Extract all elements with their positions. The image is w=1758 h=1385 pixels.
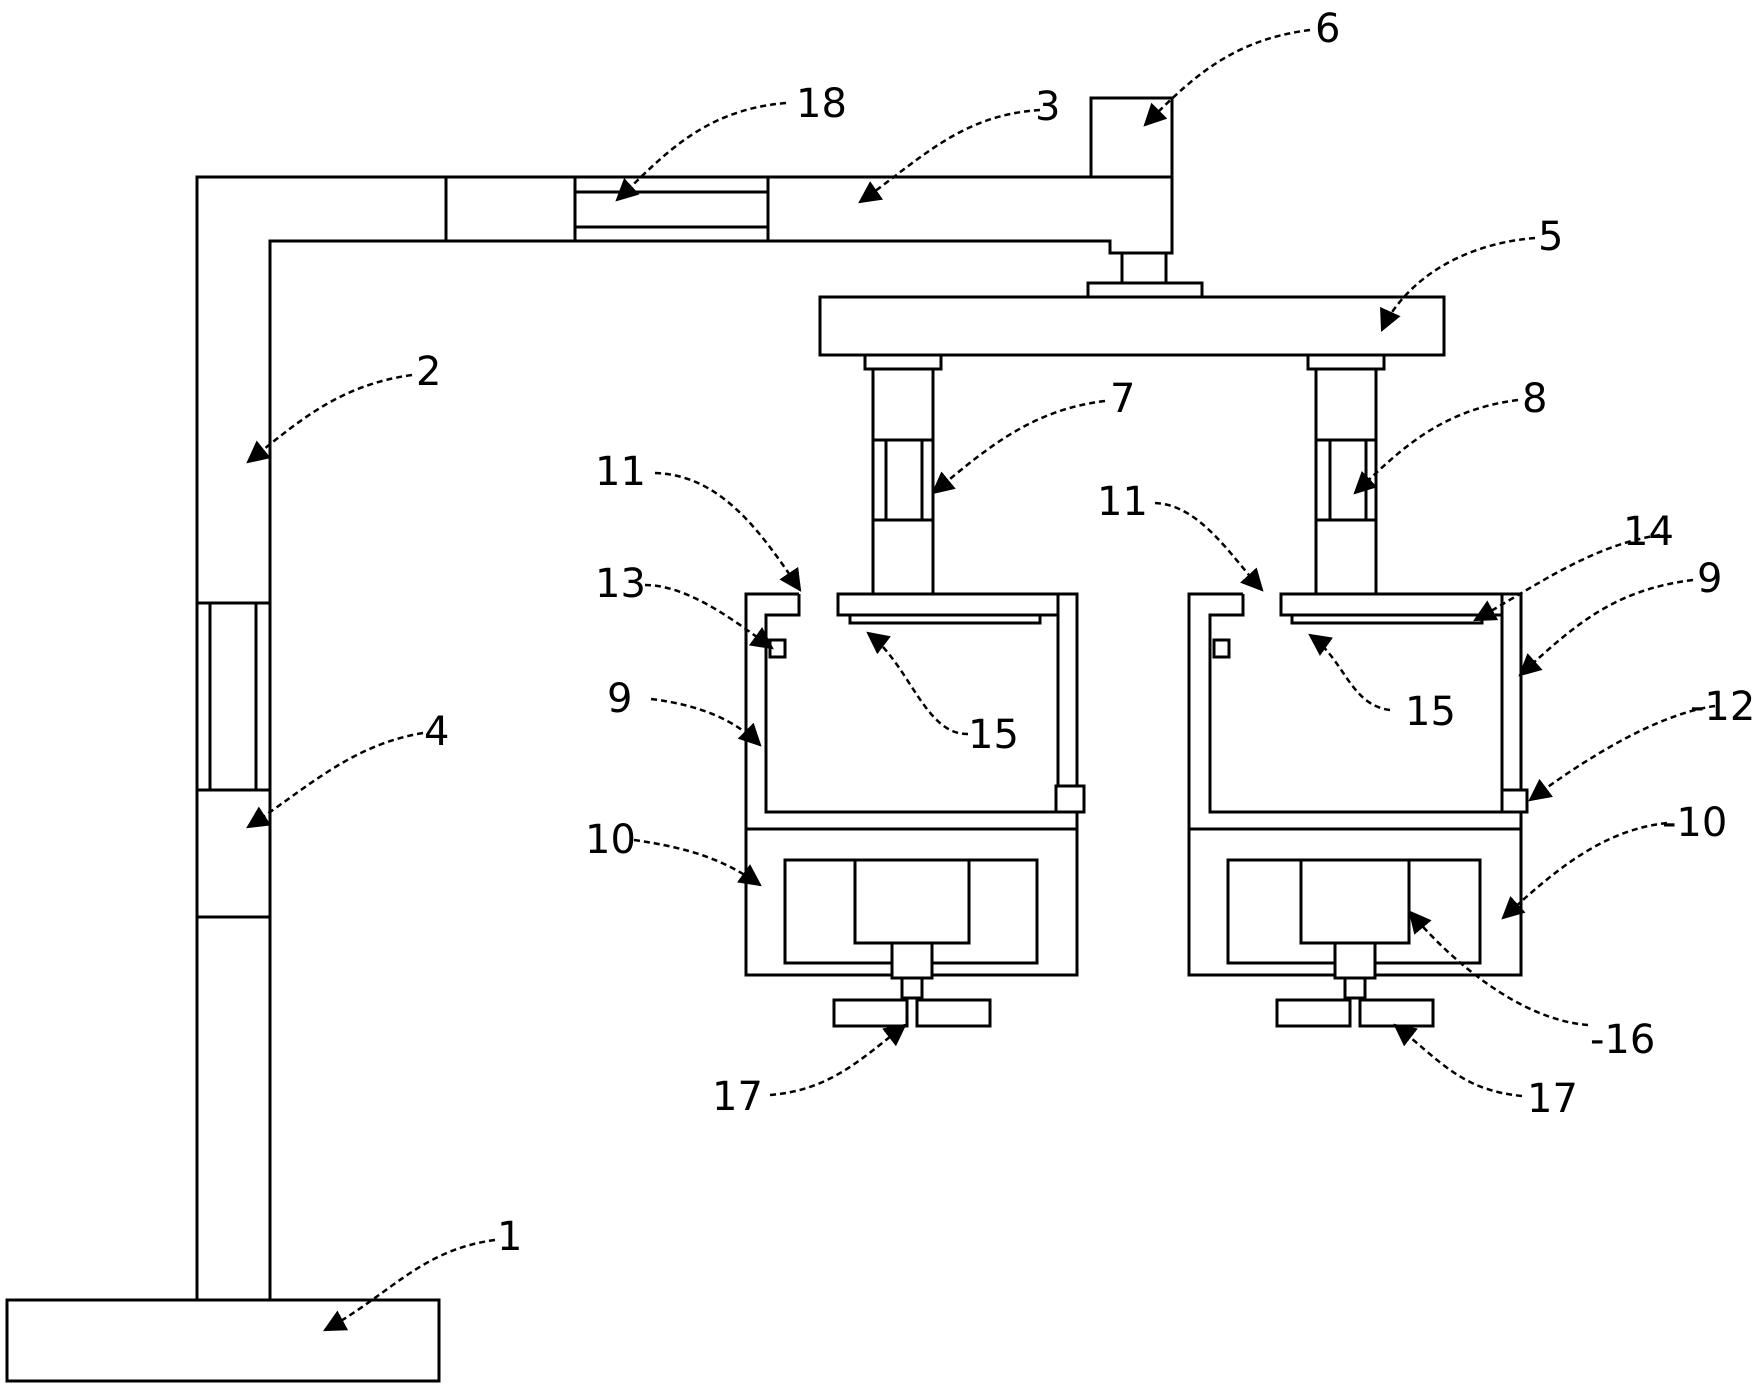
callout-9-right: 9: [1697, 556, 1722, 602]
left-housing-inner: [764, 594, 1060, 814]
left-sensor: [768, 638, 787, 659]
callout-15-left: 15: [968, 712, 1019, 758]
callout-labels: 1 2 3 4 5 6 7 8 9 9 10 -10 11 11 -12 13 …: [416, 6, 1755, 1260]
leader-lines: [246, 28, 1716, 1332]
callout-4: 4: [424, 709, 449, 755]
callout-13: 13: [595, 561, 646, 607]
right-housing-inner: [1208, 594, 1504, 814]
arm-slide-block: [573, 175, 770, 243]
motor-shaft: [1120, 251, 1168, 285]
column-slide-section: [195, 601, 272, 792]
right-cylinder-cap: [1306, 353, 1386, 371]
callout-11-right: 11: [1097, 479, 1148, 525]
column-and-arm-frame: [195, 175, 1174, 1302]
right-sensor: [1212, 638, 1231, 659]
motor-flange: [1086, 281, 1204, 299]
left-lid: [836, 592, 1060, 617]
callout-10-right: -10: [1662, 800, 1727, 846]
right-lid: [1279, 592, 1504, 617]
right-shaft-neck: [1343, 976, 1367, 1000]
left-motor: [853, 858, 971, 945]
callout-18: 18: [796, 81, 847, 127]
callout-7: 7: [1110, 376, 1135, 422]
right-gasket: [1290, 613, 1484, 625]
right-blade-right: [1358, 998, 1435, 1028]
right-motor-shaft: [1333, 941, 1377, 980]
callout-8: 8: [1522, 376, 1547, 422]
right-lock-button: [1500, 788, 1529, 814]
right-blade-left: [1275, 998, 1352, 1028]
left-cylinder-window: [884, 438, 924, 522]
callout-3: 3: [1035, 84, 1060, 130]
base-plate: [5, 1298, 441, 1383]
left-cylinder-cap: [863, 353, 943, 371]
callout-1: 1: [497, 1214, 522, 1260]
callout-17-right: 17: [1527, 1076, 1578, 1122]
right-motor: [1299, 858, 1411, 945]
callout-11-left: 11: [595, 449, 646, 495]
left-lock-button: [1054, 784, 1086, 814]
callout-9-left: 9: [607, 676, 632, 722]
callout-2: 2: [416, 349, 441, 395]
right-cylinder-window: [1328, 438, 1368, 522]
callout-16: -16: [1590, 1017, 1655, 1063]
callout-14: 14: [1623, 509, 1674, 555]
callout-5: 5: [1538, 214, 1563, 260]
callout-17-left: 17: [712, 1074, 763, 1120]
left-blade-right: [915, 998, 992, 1028]
callout-10-left: 10: [585, 817, 636, 863]
cross-beam: [818, 295, 1446, 357]
callout-15-right: 15: [1405, 689, 1456, 735]
callout-6: 6: [1315, 6, 1340, 52]
left-shaft-neck: [900, 976, 924, 1000]
left-motor-shaft: [890, 941, 934, 980]
left-blade-left: [832, 998, 909, 1028]
right-box-assembly: [1187, 592, 1529, 1028]
callout-12: -12: [1690, 684, 1755, 730]
left-gasket: [848, 613, 1042, 625]
left-box-assembly: [744, 592, 1086, 1028]
